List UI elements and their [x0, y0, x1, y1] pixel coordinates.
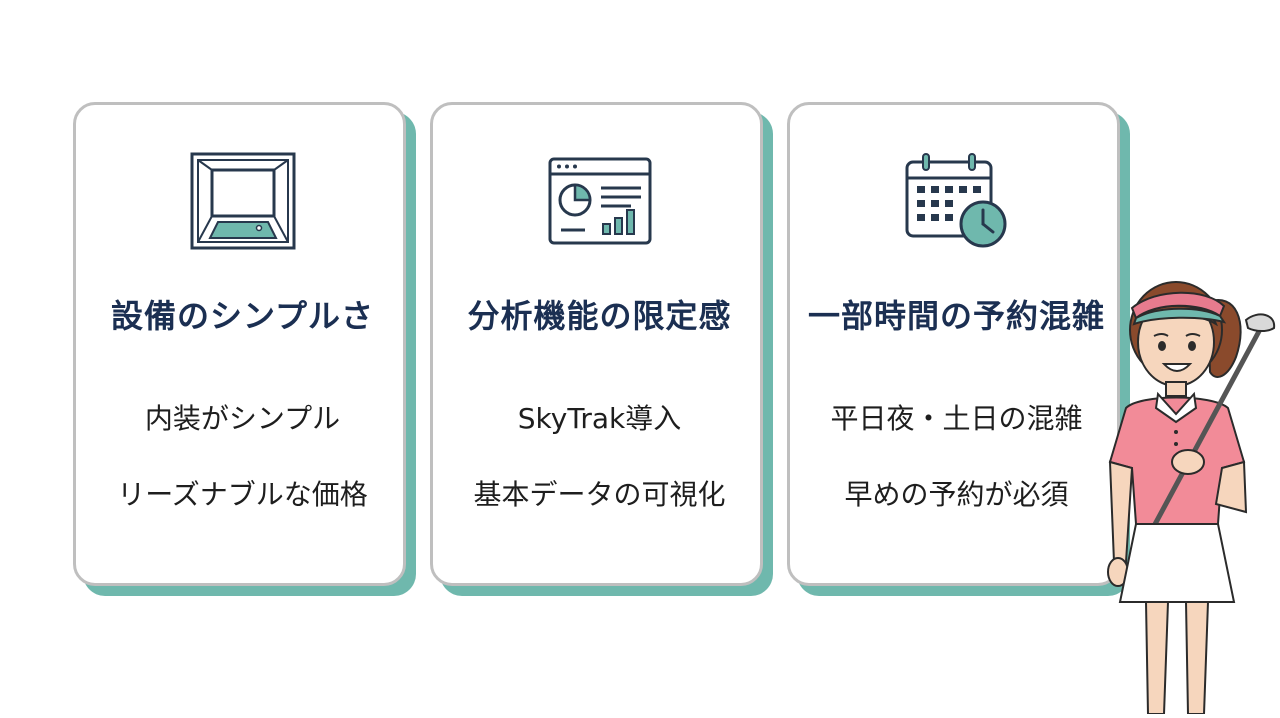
card-equipment: 設備のシンプルさ 内装がシンプル リーズナブルな価格 — [73, 102, 416, 596]
calendar-clock-icon — [790, 149, 1123, 253]
card-title: 設備のシンプルさ — [110, 297, 375, 335]
card-point: 平日夜・土日の混雑 — [830, 402, 1083, 435]
card-panel: 一部時間の予約混雑 平日夜・土日の混雑 早めの予約が必須 — [787, 102, 1120, 586]
card-point: 早めの予約が必須 — [844, 478, 1069, 511]
analytics-dashboard-icon — [433, 149, 766, 253]
card-panel: 分析機能の限定感 SkyTrak導入 基本データの可視化 — [430, 102, 763, 586]
card-point: 内装がシンプル — [144, 402, 341, 435]
card-point: SkyTrak導入 — [517, 402, 682, 435]
card-point: リーズナブルな価格 — [117, 478, 368, 511]
card-reservation: 一部時間の予約混雑 平日夜・土日の混雑 早めの予約が必須 — [787, 102, 1130, 596]
card-point: 基本データの可視化 — [473, 478, 726, 511]
simulator-room-icon — [76, 149, 409, 253]
card-panel: 設備のシンプルさ 内装がシンプル リーズナブルな価格 — [73, 102, 406, 586]
card-title: 一部時間の予約混雑 — [807, 297, 1105, 335]
female-golfer-illustration — [1096, 262, 1280, 715]
card-title: 分析機能の限定感 — [467, 297, 732, 335]
card-analytics: 分析機能の限定感 SkyTrak導入 基本データの可視化 — [430, 102, 773, 596]
